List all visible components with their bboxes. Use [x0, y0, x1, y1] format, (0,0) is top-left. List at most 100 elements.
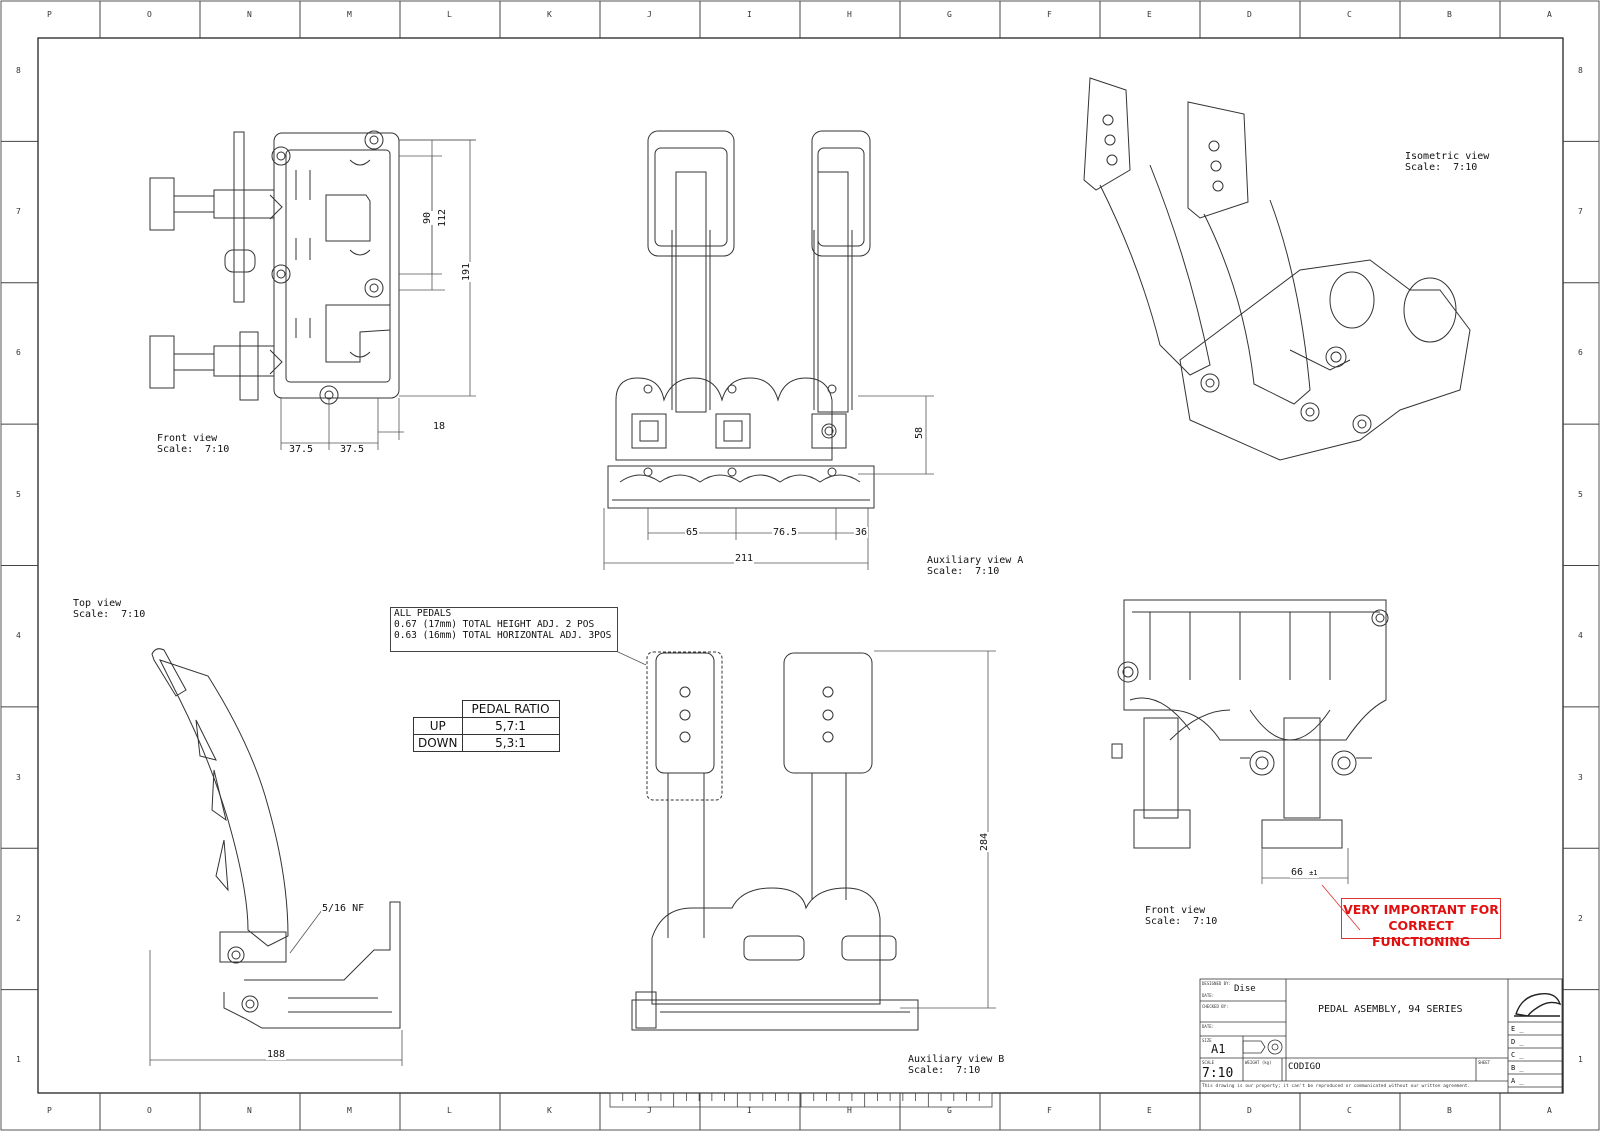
revision-row: B _: [1511, 1064, 1524, 1072]
dim-65: 65: [685, 527, 700, 538]
zone-row-1: 1: [1578, 1055, 1583, 1065]
aux-view-b-drawing: [631, 651, 919, 1031]
ratio-header: PEDAL RATIO: [461, 700, 560, 718]
zone-col-F: F: [1047, 1106, 1052, 1115]
dim-66: 66 ±1: [1290, 867, 1319, 878]
dim-211: 211: [734, 553, 755, 564]
zone-col-E: E: [1147, 1106, 1152, 1115]
zone-col-C: C: [1347, 1106, 1352, 1115]
dim-37-5-left: 37.5: [288, 444, 315, 455]
designed-by-label: DESIGNED BY:: [1202, 981, 1231, 986]
sheet-label: SHEET: [1478, 1060, 1491, 1065]
zone-col-C: C: [1347, 10, 1352, 19]
zone-row-6: 6: [16, 348, 21, 358]
dim-188: 188: [266, 1049, 287, 1060]
zone-col-A: A: [1547, 1106, 1552, 1115]
zone-row-8: 8: [16, 65, 21, 75]
dim-37-5-right: 37.5: [339, 444, 366, 455]
dim-112: 112: [437, 207, 448, 228]
front-view-top-drawing: [149, 130, 400, 405]
table-row: UP 5,7:1: [413, 717, 560, 735]
zone-col-F: F: [1047, 10, 1052, 19]
zone-col-O: O: [147, 1106, 152, 1115]
zone-col-D: D: [1247, 10, 1252, 19]
zone-col-D: D: [1247, 1106, 1252, 1115]
zone-col-G: G: [947, 10, 952, 19]
scale-label: SCALE: [1202, 1060, 1215, 1065]
zone-row-1: 1: [16, 1055, 21, 1065]
zone-col-P: P: [47, 10, 52, 19]
zone-col-E: E: [1147, 10, 1152, 19]
bottom-ruler: [609, 1092, 993, 1108]
weight-label: WEIGHT (kg): [1245, 1060, 1272, 1065]
dim-36: 36: [854, 527, 869, 538]
table-row: PEDAL RATIO: [413, 700, 560, 718]
table-row: DOWN 5,3:1: [413, 734, 560, 752]
inner-border: [37, 37, 1564, 1094]
revision-row: A _: [1511, 1077, 1524, 1085]
date-label-2: DATE:: [1202, 1024, 1215, 1029]
revision-row: E _: [1511, 1025, 1524, 1033]
zone-col-I: I: [747, 1106, 752, 1115]
dim-58: 58: [914, 425, 925, 440]
size-value: A1: [1211, 1042, 1226, 1056]
aux-view-a-drawing: [607, 130, 875, 509]
designed-by-value: Dise: [1234, 984, 1256, 994]
zone-col-N: N: [247, 10, 252, 19]
warning-box: VERY IMPORTANT FOR CORRECT FUNCTIONING: [1341, 898, 1501, 949]
zone-row-3: 3: [1578, 772, 1583, 782]
zone-col-K: K: [547, 10, 552, 19]
top-view-dims: [149, 909, 403, 1066]
checked-by-label: CHECKED BY:: [1202, 1004, 1229, 1009]
disclaimer: This drawing is our property; it can't b…: [1202, 1084, 1471, 1089]
zone-row-3: 3: [16, 772, 21, 782]
zone-col-M: M: [347, 1106, 352, 1115]
zone-row-6: 6: [1578, 348, 1583, 358]
zone-row-7: 7: [16, 207, 21, 217]
revision-row: C _: [1511, 1051, 1524, 1059]
zone-row-4: 4: [1578, 631, 1583, 641]
zone-row-7: 7: [1578, 207, 1583, 217]
dim-76-5: 76.5: [772, 527, 799, 538]
zone-row-4: 4: [16, 631, 21, 641]
dim-18: 18: [432, 421, 447, 432]
size-label: SIZE: [1202, 1038, 1212, 1043]
zone-col-B: B: [1447, 1106, 1452, 1115]
zone-col-L: L: [447, 10, 452, 19]
thread-callout: 5/16 NF: [321, 903, 366, 914]
front-view-bottom-drawing: [1111, 599, 1389, 849]
top-view-drawing: [151, 648, 401, 1029]
dim-191: 191: [461, 261, 472, 282]
zone-col-H: H: [847, 10, 852, 19]
drawing-title: PEDAL ASEMBLY, 94 SERIES: [1318, 1004, 1463, 1015]
zone-col-G: G: [947, 1106, 952, 1115]
zone-col-J: J: [647, 10, 652, 19]
zone-col-J: J: [647, 1106, 652, 1115]
zone-row-2: 2: [1578, 913, 1583, 923]
pedal-adjust-note: ALL PEDALS 0.67 (17mm) TOTAL HEIGHT ADJ.…: [390, 607, 618, 652]
scale-value: 7:10: [1202, 1066, 1234, 1081]
zone-row-5: 5: [1578, 489, 1583, 499]
aux-view-b-dims: [615, 650, 996, 1009]
zone-col-N: N: [247, 1106, 252, 1115]
revision-row: D _: [1511, 1038, 1524, 1046]
zone-col-K: K: [547, 1106, 552, 1115]
aux-view-a-dims: [603, 395, 934, 570]
dim-284: 284: [979, 831, 990, 852]
code-label: CODIGO: [1288, 1062, 1321, 1072]
zone-col-L: L: [447, 1106, 452, 1115]
zone-row-5: 5: [16, 489, 21, 499]
zone-col-P: P: [47, 1106, 52, 1115]
zone-col-M: M: [347, 10, 352, 19]
zone-col-O: O: [147, 10, 152, 19]
front-view-top-dims: [280, 139, 476, 450]
zone-col-B: B: [1447, 10, 1452, 19]
company-logo: [1514, 993, 1562, 1017]
